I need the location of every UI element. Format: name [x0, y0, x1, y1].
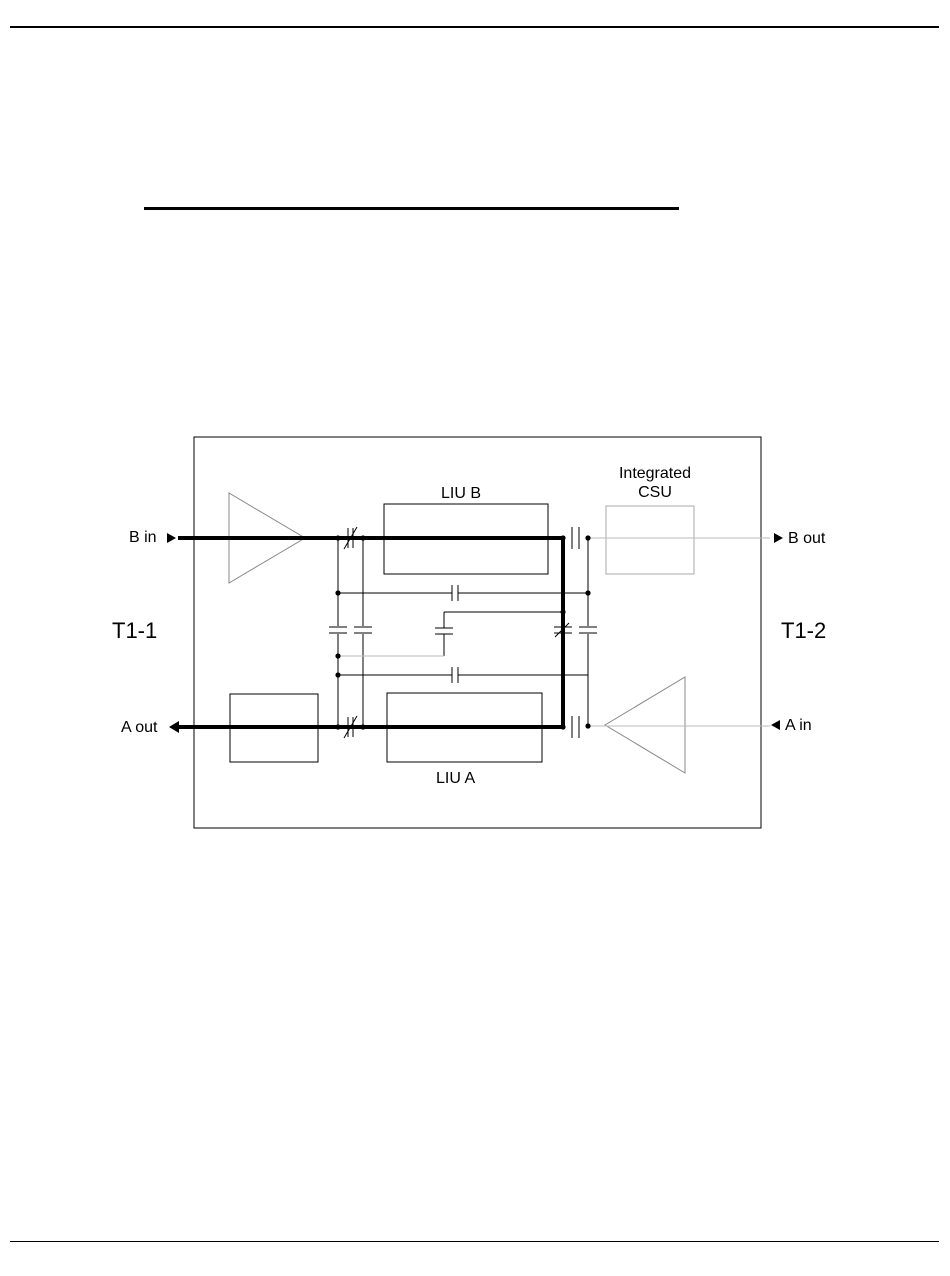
integrated-csu-block: [606, 506, 694, 574]
liu-b-label: LIU B: [441, 485, 481, 502]
b-in-arrow-icon: [167, 533, 176, 543]
a-out-arrow-icon: [169, 721, 179, 733]
b-out-arrow-icon: [774, 533, 783, 543]
liu-a-label: LIU A: [436, 770, 475, 787]
b-in-label: B in: [129, 529, 157, 546]
a-out-label: A out: [121, 719, 158, 736]
a-in-label: A in: [785, 717, 812, 734]
switch-contacts: [329, 527, 597, 738]
t1-1-label: T1-1: [112, 618, 157, 643]
t1-2-label: T1-2: [781, 618, 826, 643]
b-out-label: B out: [788, 530, 826, 547]
csu-label-line1: Integrated: [619, 465, 691, 482]
a-in-amplifier: [605, 677, 685, 773]
csu-label-line2: CSU: [638, 484, 672, 501]
a-in-arrow-icon: [771, 720, 780, 730]
junction-dots: [335, 535, 590, 729]
loopback-wiring: [338, 538, 588, 727]
